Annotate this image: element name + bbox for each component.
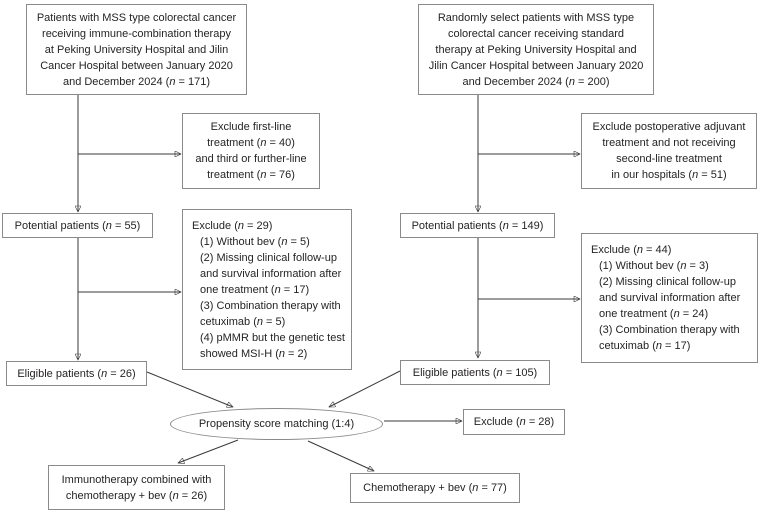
box-text-line: and third or further-line — [195, 153, 307, 165]
box-text-line: one treatment (n = 17) — [200, 284, 310, 296]
box-exclude-psm: Exclude (n = 28) — [463, 409, 565, 435]
box-text-line: Exclude first-line — [210, 121, 292, 133]
box-text-line: Jilin Cancer Hospital between January 20… — [428, 59, 644, 72]
box-text-line: Eligible patients (n = 26) — [17, 367, 136, 380]
box-text-line: (1) Without bev (n = 3) — [599, 260, 709, 272]
box-text-line: Exclude (n = 28) — [473, 416, 555, 428]
box-text-line: and survival information after — [200, 268, 342, 280]
box-text-line: Propensity score matching (1:4) — [198, 418, 355, 430]
box-text-line: Potential patients (n = 55) — [14, 219, 141, 232]
box-text-line: cetuximab (n = 17) — [599, 340, 691, 352]
box-text-line: treatment and not receiving — [602, 137, 736, 149]
box-text-line: (2) Missing clinical follow-up — [599, 276, 736, 288]
arrow-eligible-left-to-psm — [146, 371, 233, 407]
arrow-psm-to-arm-chemo — [307, 440, 374, 471]
box-text-line: one treatment (n = 24) — [599, 308, 709, 320]
box-text-line: and survival information after — [599, 292, 741, 304]
box-exclude-right-detail: Exclude (n = 44) (1) Without bev (n = 3)… — [581, 233, 758, 363]
box-text-line: Eligible patients (n = 105) — [412, 366, 538, 379]
box-potential-patients-right: Potential patients (n = 149) — [400, 213, 555, 238]
box-text-line: Exclude postoperative adjuvant — [592, 121, 746, 133]
box-text-line: (4) pMMR but the genetic test — [200, 332, 345, 344]
arrow-eligible-right-to-psm — [329, 370, 401, 408]
box-text-line: second-line treatment — [616, 153, 722, 165]
box-text-line: (1) Without bev (n = 5) — [200, 236, 310, 248]
ellipse-propensity-score-matching: Propensity score matching (1:4) — [170, 408, 383, 440]
box-standard-cohort: Randomly select patients with MSS type c… — [418, 4, 654, 95]
box-exclude-postoperative: Exclude postoperative adjuvant treatment… — [581, 113, 757, 189]
box-text-line: receiving immune-combination therapy — [42, 27, 231, 40]
arrow-psm-to-arm-immuno — [178, 439, 239, 463]
box-text-line: cetuximab (n = 5) — [200, 316, 286, 328]
box-text-line: Randomly select patients with MSS type — [437, 11, 635, 24]
box-arm-chemotherapy: Chemotherapy + bev (n = 77) — [350, 473, 520, 503]
box-text-line: in our hospitals (n = 51) — [611, 169, 727, 181]
box-text-line: Cancer Hospital between January 2020 — [40, 59, 233, 72]
box-text-line: and December 2024 (n = 200) — [462, 75, 610, 88]
box-exclude-left-detail: Exclude (n = 29) (1) Without bev (n = 5)… — [182, 209, 352, 370]
box-eligible-patients-left: Eligible patients (n = 26) — [6, 361, 147, 386]
box-potential-patients-left: Potential patients (n = 55) — [2, 213, 153, 238]
box-text-line: showed MSI-H (n = 2) — [200, 348, 308, 360]
box-text-line: and December 2024 (n = 171) — [62, 75, 211, 88]
box-exclude-first-line: Exclude first-line treatment (n = 40) an… — [182, 113, 320, 189]
box-immune-cohort: Patients with MSS type colorectal cancer… — [26, 4, 247, 95]
box-text-line: Chemotherapy + bev (n = 77) — [363, 482, 507, 494]
box-text-line: (2) Missing clinical follow-up — [200, 252, 337, 264]
box-text-line: therapy at Peking University Hospital an… — [435, 43, 637, 56]
box-text-line: at Peking University Hospital and Jilin — [44, 43, 229, 56]
box-text-line: treatment (n = 40) — [207, 137, 295, 149]
box-text-line: (3) Combination therapy with — [599, 324, 740, 336]
box-text-line: colorectal cancer receiving standard — [447, 27, 625, 40]
box-text-line: Exclude (n = 29) — [192, 220, 273, 232]
box-text-line: treatment (n = 76) — [207, 169, 295, 181]
box-text-line: Patients with MSS type colorectal cancer — [36, 11, 237, 24]
box-text-line: Immunotherapy combined with — [61, 473, 212, 486]
box-text-line: Potential patients (n = 149) — [411, 219, 544, 232]
box-text-line: (3) Combination therapy with — [200, 300, 341, 312]
box-text-line: chemotherapy + bev (n = 26) — [65, 489, 208, 502]
box-arm-immunotherapy: Immunotherapy combined with chemotherapy… — [48, 465, 225, 510]
box-eligible-patients-right: Eligible patients (n = 105) — [400, 360, 550, 385]
box-text-line: Exclude (n = 44) — [591, 244, 672, 256]
